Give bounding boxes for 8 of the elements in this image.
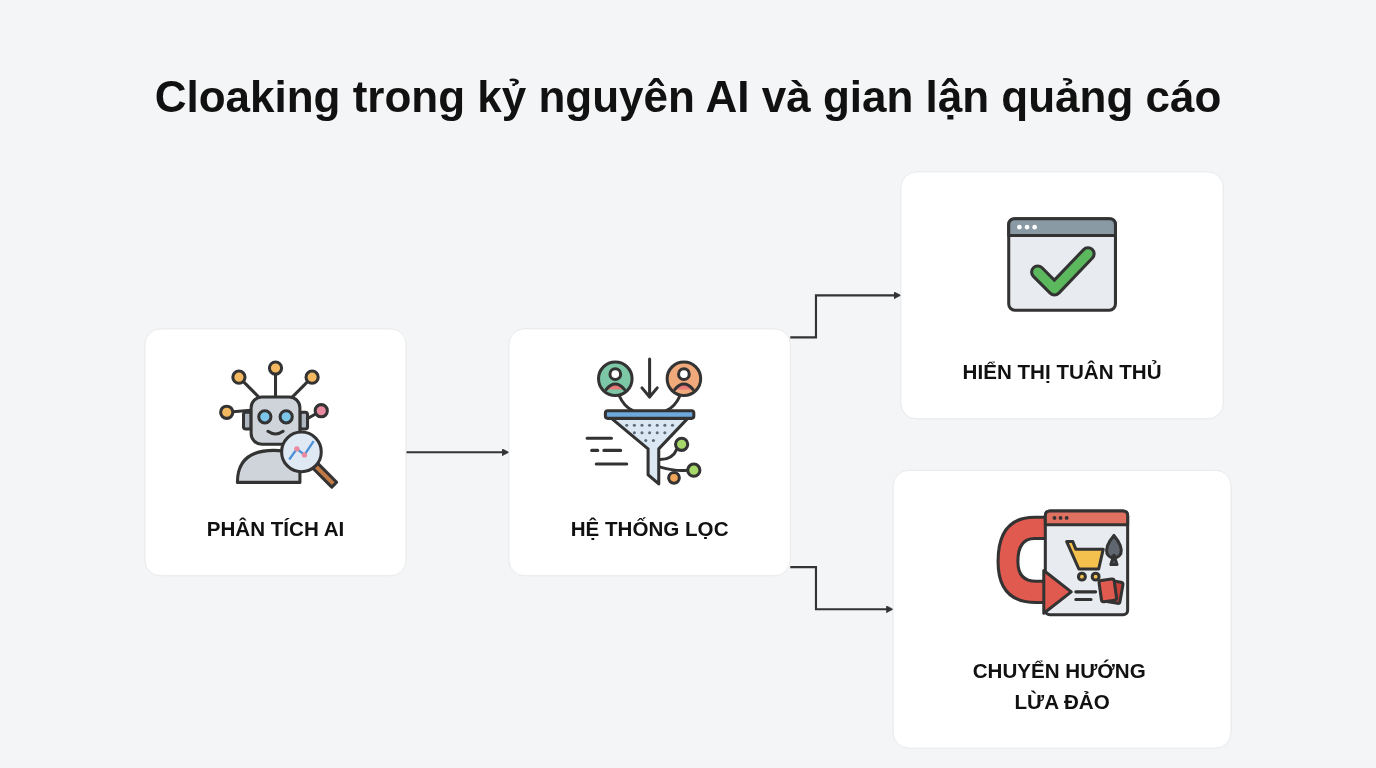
node-box: CHUYỂN HƯỚNG LỪA ĐẢO	[892, 469, 1232, 749]
node-box: HỆ THỐNG LỌC	[508, 328, 791, 577]
arrow	[406, 448, 510, 457]
arrow	[790, 566, 894, 613]
arrow	[790, 291, 902, 339]
node-box: PHÂN TÍCH AI	[144, 328, 407, 577]
node-box: HIỂN THỊ TUÂN THỦ	[900, 171, 1224, 420]
diagram-title: Cloaking trong kỷ nguyên AI và gian lận quảng cáo	[153, 72, 1223, 122]
